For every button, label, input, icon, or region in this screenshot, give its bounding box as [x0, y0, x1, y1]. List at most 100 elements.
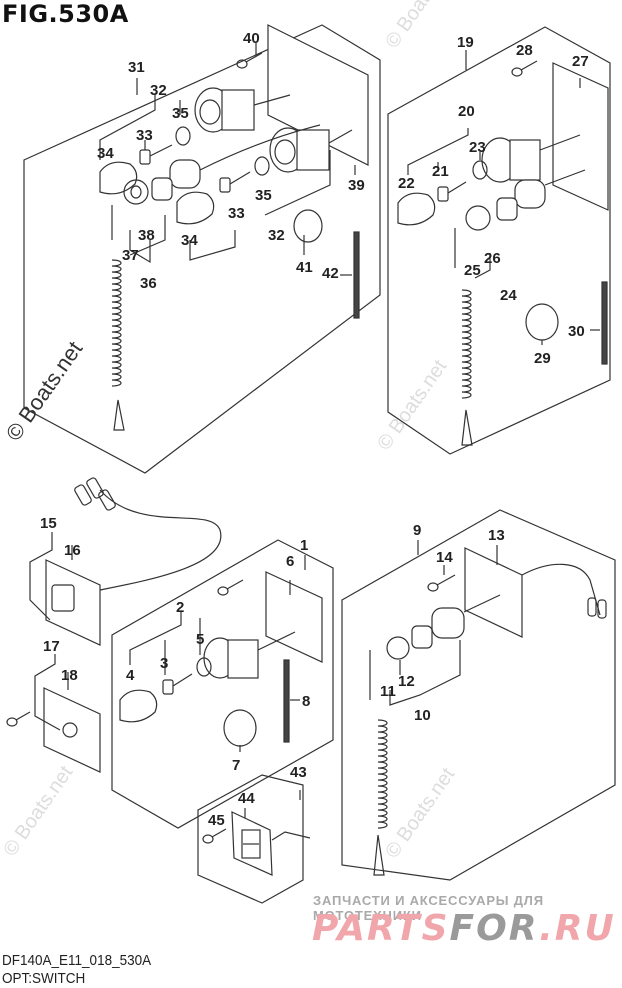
panel-19-outline [387, 26, 611, 455]
panel-1 [111, 539, 334, 829]
lanyard-coil-11 [369, 650, 388, 876]
callout: 26 [484, 250, 501, 267]
partsfor-logo-for: FOR [449, 908, 540, 949]
stop-switch-36 [151, 124, 321, 201]
nut-12 [386, 636, 410, 660]
callout: 28 [516, 42, 533, 59]
mounting-plate-13 [464, 547, 523, 638]
callout: 21 [432, 163, 449, 180]
partsfor-logo-ru: .RU [539, 908, 616, 949]
callout: 33 [136, 127, 153, 144]
callout: 43 [290, 764, 307, 781]
callout: 45 [208, 812, 225, 829]
callout: 39 [348, 177, 365, 194]
callout: 3 [160, 655, 168, 672]
mounting-plate-39 [267, 24, 369, 166]
screw-28 [511, 60, 538, 77]
callout: 33 [228, 205, 245, 222]
callout: 12 [398, 673, 415, 690]
key-cover-22 [397, 192, 436, 226]
cap-29 [525, 303, 559, 341]
panel-9 [341, 509, 616, 881]
key-cover-34-left [99, 161, 138, 195]
panel-9-outline [341, 509, 616, 881]
nut-26 [465, 205, 491, 231]
callout: 10 [414, 707, 431, 724]
key-cover-34-right [176, 191, 215, 225]
key-switch-2 [203, 631, 296, 679]
stop-switch-10 [411, 594, 501, 649]
cable-tie-30 [601, 281, 608, 365]
connector-plug-b [597, 599, 607, 619]
disc-23 [472, 160, 488, 180]
panel-43-outline [197, 774, 304, 904]
disc-35-right [254, 156, 270, 176]
disc-5 [196, 657, 212, 677]
partsfor-tagline: ЗАПЧАСТИ И АКСЕССУАРЫ ДЛЯ МОТОТЕХНИКИ [313, 893, 544, 923]
model-code: DF140A_E11_018_530A [2, 952, 152, 969]
partsfor-logo: PARTSFOR.RU [312, 908, 616, 949]
callout: 14 [436, 549, 453, 566]
callout: 6 [286, 553, 294, 570]
callout: 13 [488, 527, 505, 544]
callout: 35 [255, 187, 272, 204]
section-name: OPT:SWITCH [2, 970, 86, 987]
key-switch-lower [269, 127, 353, 173]
screw-14 [427, 574, 456, 592]
partsfor-logo-parts: PARTS [312, 908, 450, 949]
callout-labels: 31 32 35 33 34 40 39 35 33 34 32 41 42 3… [40, 30, 589, 829]
callout: 38 [138, 227, 155, 244]
switch-17 [6, 654, 101, 773]
lanyard-coil-37 [111, 205, 125, 431]
connector-plugs [74, 477, 116, 511]
panel-31-outline [23, 24, 381, 474]
cable-tie-42 [353, 231, 360, 319]
key-switch-upper [194, 87, 291, 133]
callout: 42 [322, 265, 339, 282]
callout: 36 [140, 275, 157, 292]
callout: 7 [232, 757, 240, 774]
callout: 23 [469, 139, 486, 156]
callout: 35 [172, 105, 189, 122]
cable-tie-8 [283, 659, 290, 743]
key-3 [162, 673, 193, 695]
key-33-right [219, 171, 251, 193]
figure-title: FIG.530A [2, 0, 129, 28]
callout: 34 [181, 232, 198, 249]
callout: 30 [568, 323, 585, 340]
callout: 27 [572, 53, 589, 70]
callout: 5 [196, 631, 204, 648]
callout: 17 [43, 638, 60, 655]
callout: 31 [128, 59, 145, 76]
stop-switch-24 [496, 169, 586, 221]
callout: 34 [97, 145, 114, 162]
callout: 1 [300, 537, 308, 554]
callout: 2 [176, 599, 184, 616]
callout: 32 [268, 227, 285, 244]
callout: 37 [122, 247, 139, 264]
mounting-plate-6 [265, 571, 323, 663]
screw-17 [6, 711, 31, 727]
callout: 15 [40, 515, 57, 532]
panel-1-outline [111, 539, 334, 829]
panel-31 [23, 24, 381, 474]
callout: 24 [500, 287, 517, 304]
lanyard-coil-25 [454, 228, 473, 446]
key-switch-20 [481, 134, 581, 183]
callout: 9 [413, 522, 421, 539]
callout: 11 [380, 683, 396, 700]
callout: 22 [398, 175, 415, 192]
callout: 29 [534, 350, 551, 367]
key-cover-4 [119, 689, 158, 723]
screw-45 [202, 828, 227, 844]
callout: 25 [464, 262, 481, 279]
connector-plug-a [587, 597, 597, 617]
key-21 [437, 181, 467, 202]
panel-19 [387, 26, 611, 455]
nut-38 [123, 179, 149, 205]
callout: 19 [457, 34, 474, 51]
screw-6 [217, 579, 244, 596]
callout: 41 [296, 259, 313, 276]
mounting-plate-27 [552, 62, 609, 211]
